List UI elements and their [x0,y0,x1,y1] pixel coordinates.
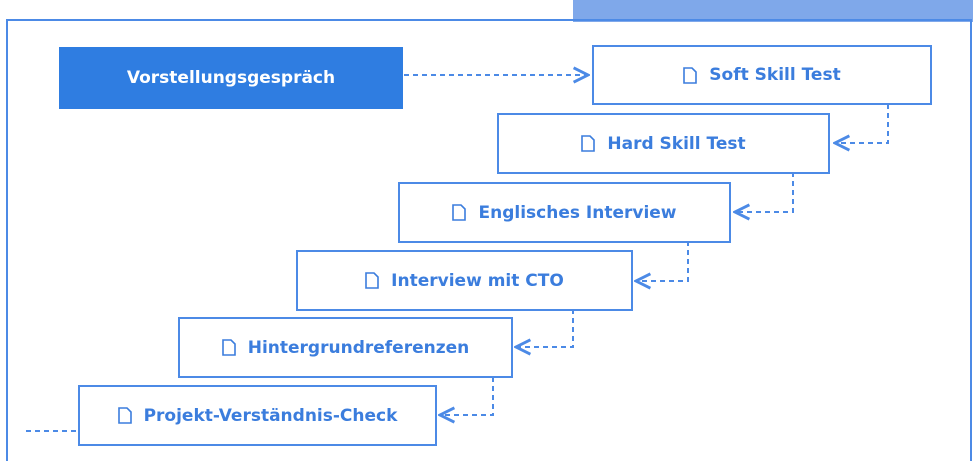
connector-step4-to-step5 [516,309,574,347]
step-label: Englisches Interview [478,202,677,223]
diagram-frame [6,19,972,461]
step-box-4: Interview mit CTO [296,250,633,311]
step-box-2: Hard Skill Test [497,113,830,174]
step-label: Hintergrundreferenzen [247,337,470,358]
start-step-label: Vorstellungsgespräch [126,68,336,88]
step-box-1: Soft Skill Test [592,45,932,105]
connector-step1-to-step2 [835,104,889,143]
step-label: Projekt-Verständnis-Check [143,405,398,426]
connector-step2-to-step3 [735,172,794,212]
connector-step5-to-step6 [440,377,494,415]
step-label: Hard Skill Test [607,133,746,154]
top-tab-accent [573,0,973,22]
step-label: Soft Skill Test [709,65,841,85]
document-icon [117,407,132,424]
step-label: Interview mit CTO [391,270,564,291]
step-box-6: Projekt-Verständnis-Check [78,385,437,446]
document-icon [683,66,698,84]
document-icon [452,204,467,221]
step-box-3: Englisches Interview [398,182,731,243]
step-box-5: Hintergrundreferenzen [178,317,513,378]
document-icon [365,272,379,289]
document-icon [221,339,236,356]
document-icon [581,135,596,152]
start-step-box: Vorstellungsgespräch [59,47,403,109]
connector-step3-to-step4 [636,241,689,281]
